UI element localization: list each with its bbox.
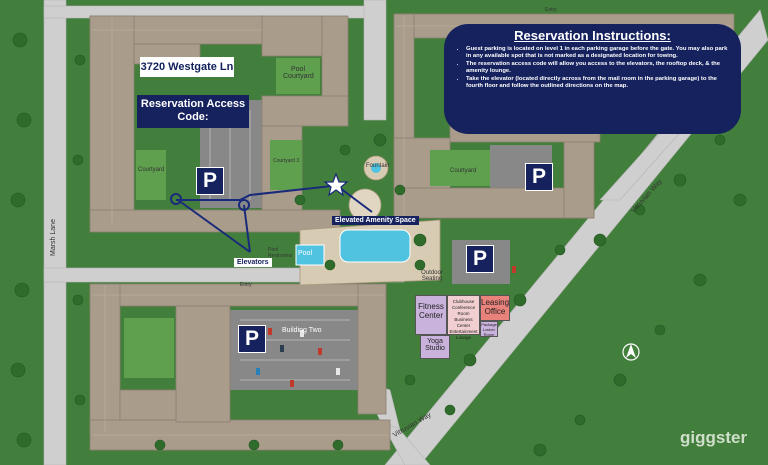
instructions-list: Guest parking is located on level 1 in e…: [454, 46, 731, 90]
pool-courtyard-label: Pool Courtyard: [283, 66, 314, 80]
instruction-item: Take the elevator (located directly acro…: [466, 76, 731, 90]
fountain-label: Fountain: [366, 163, 390, 169]
marsh-lane-label: Marsh Lane: [50, 219, 57, 256]
courtyard-label: Courtyard: [450, 168, 477, 174]
entry-label: Entry: [545, 7, 557, 13]
pool-restrooms-label: Pool Restrooms: [268, 247, 293, 259]
instructions-panel: Reservation Instructions: Guest parking …: [444, 24, 741, 134]
business-center-label: Business Center: [454, 317, 473, 328]
instructions-title: Reservation Instructions:: [514, 28, 671, 43]
instruction-item: Guest parking is located on level 1 in e…: [466, 46, 731, 60]
courtyard3-label: Courtyard 3: [273, 158, 300, 164]
entertainment-lounge-label: Entertainment Lounge: [449, 329, 478, 340]
package-locker-label: Package Locker Room: [481, 322, 497, 337]
entry-label: Entry: [240, 282, 252, 288]
fitness-center: Fitness Center: [415, 295, 447, 335]
clubhouse: Clubhouse Conference Room Business Cente…: [447, 295, 480, 340]
parking-badge: P: [525, 163, 553, 191]
elevated-amenity-label: Elevated Amenity Space: [332, 216, 419, 225]
parking-badge: P: [238, 325, 266, 353]
conference-room-label: Conference Room: [451, 305, 476, 316]
yoga-studio-label: Yoga Studio: [425, 338, 445, 352]
outdoor-seating-label: Outdoor Seating: [421, 270, 443, 282]
leasing-office-label: Leasing Office: [481, 298, 510, 316]
courtyard-label: Courtyard: [138, 167, 165, 173]
package-locker: Package Locker Room: [480, 321, 498, 337]
address-label: 3720 Westgate Ln: [140, 57, 234, 77]
leasing-office: Leasing Office: [480, 295, 510, 321]
parking-badge: P: [196, 167, 224, 195]
fitness-center-label: Fitness Center: [418, 302, 444, 320]
pool-label: Pool: [298, 250, 313, 257]
elevators-label: Elevators: [234, 258, 272, 267]
parking-badge: P: [466, 245, 494, 273]
yoga-studio: Yoga Studio: [420, 335, 450, 359]
instruction-item: The reservation access code will allow y…: [466, 61, 731, 75]
clubhouse-label: Clubhouse: [452, 299, 475, 304]
brand-watermark: giggster: [680, 428, 748, 447]
reservation-code-label: Reservation Access Code:: [137, 95, 249, 128]
building-two-label: Building Two: [282, 327, 322, 334]
